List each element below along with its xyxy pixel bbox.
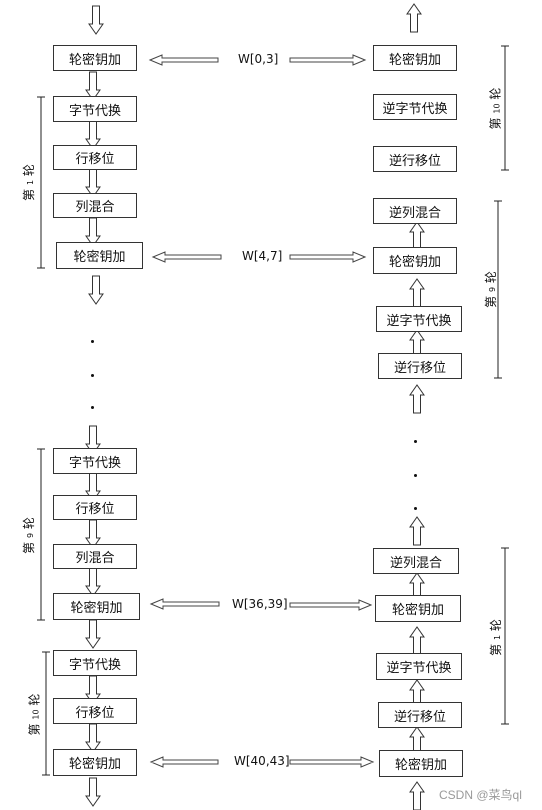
inv-sub-bytes-box: 逆字节代换 — [376, 306, 462, 332]
arrow-down-icon — [85, 723, 101, 753]
arrow-up-icon — [406, 3, 422, 33]
ellipsis-dot — [414, 507, 417, 510]
sub-bytes-box: 字节代换 — [53, 448, 137, 474]
arrow-left-icon — [148, 54, 219, 66]
key-label: W[36,39] — [232, 597, 288, 611]
round-label: 第 9 轮 — [483, 271, 498, 308]
ellipsis-dot — [91, 374, 94, 377]
round-label: 第 10 轮 — [27, 693, 42, 736]
round-label: 第 9 轮 — [21, 517, 36, 554]
inv-mix-columns-box: 逆列混合 — [373, 198, 457, 224]
add-round-key-box: 轮密钥加 — [53, 45, 137, 71]
key-label: W[40,43] — [234, 754, 290, 768]
arrow-up-icon — [409, 626, 425, 656]
arrow-left-icon — [149, 598, 220, 610]
inv-sub-bytes-box: 逆字节代换 — [376, 653, 462, 680]
round-label: 第 1 轮 — [488, 619, 503, 656]
ellipsis-dot — [414, 474, 417, 477]
watermark: CSDN @菜鸟ql — [439, 788, 522, 802]
sub-bytes-box: 字节代换 — [53, 650, 137, 676]
sub-bytes-box: 字节代换 — [53, 96, 137, 122]
inv-shift-rows-box: 逆行移位 — [373, 146, 457, 172]
arrow-down-icon — [85, 777, 101, 807]
arrow-right-icon — [289, 54, 367, 66]
ellipsis-dot — [91, 406, 94, 409]
shift-rows-box: 行移位 — [53, 495, 137, 520]
inv-shift-rows-box: 逆行移位 — [378, 353, 462, 379]
arrow-up-icon — [409, 221, 425, 251]
arrow-left-icon — [151, 251, 222, 263]
shift-rows-box: 行移位 — [53, 698, 137, 724]
arrow-down-icon — [85, 567, 101, 597]
add-round-key-box: 轮密钥加 — [373, 247, 457, 274]
add-round-key-box: 轮密钥加 — [53, 749, 137, 776]
add-round-key-box: 轮密钥加 — [375, 595, 461, 622]
arrow-up-icon — [409, 278, 425, 308]
arrow-down-icon — [88, 275, 104, 305]
inv-mix-columns-box: 逆列混合 — [373, 548, 459, 574]
round-label: 第 10 轮 — [488, 87, 503, 130]
add-round-key-box: 轮密钥加 — [379, 750, 463, 777]
ellipsis-dot — [414, 440, 417, 443]
inv-sub-bytes-box: 逆字节代换 — [373, 94, 457, 120]
arrow-right-icon — [289, 251, 367, 263]
add-round-key-box: 轮密钥加 — [53, 593, 140, 620]
arrow-right-icon — [289, 599, 373, 611]
arrow-down-icon — [88, 5, 104, 35]
mix-columns-box: 列混合 — [53, 544, 137, 569]
arrow-up-icon — [409, 781, 425, 810]
add-round-key-box: 轮密钥加 — [373, 45, 457, 71]
shift-rows-box: 行移位 — [53, 145, 137, 170]
key-label: W[4,7] — [242, 249, 283, 263]
arrow-left-icon — [149, 756, 219, 768]
arrow-right-icon — [289, 756, 375, 768]
arrow-up-icon — [409, 516, 425, 546]
key-label: W[0,3] — [238, 52, 279, 66]
arrow-up-icon — [409, 384, 425, 414]
add-round-key-box: 轮密钥加 — [56, 242, 143, 269]
round-label: 第 1 轮 — [21, 164, 36, 201]
ellipsis-dot — [91, 340, 94, 343]
mix-columns-box: 列混合 — [53, 193, 137, 218]
inv-shift-rows-box: 逆行移位 — [378, 702, 462, 728]
arrow-down-icon — [85, 619, 101, 649]
